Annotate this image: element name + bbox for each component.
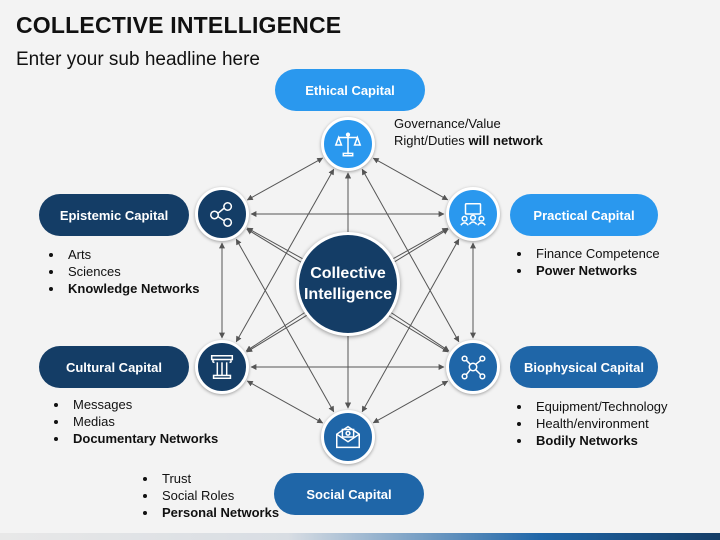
biophysical-capital-label: Biophysical Capital [510,346,658,388]
envelope-icon [321,410,375,464]
connector-arrow [246,227,303,260]
connector-arrow [246,380,324,424]
connector-arrow [235,238,335,413]
list-item: Bodily Networks [532,432,668,449]
connector-arrow [393,227,449,260]
molecule-icon [446,340,500,394]
epistemic-capital-label: Epistemic Capital [39,194,189,236]
ethical-notes: Governance/Value Right/Duties will netwo… [394,115,543,149]
ethical-note-1: Governance/Value [394,116,501,131]
practical-bullets: Finance Competence Power Networks [512,245,660,279]
list-item: Equipment/Technology [532,398,668,415]
epistemic-bullets: Arts Sciences Knowledge Networks [44,246,199,297]
collective-intelligence-hub: Collective Intelligence [296,232,400,336]
group-meeting-icon [446,187,500,241]
scales-icon [321,117,375,171]
ethical-note-2: Right/Duties will network [394,133,543,148]
list-item: Health/environment [532,415,668,432]
cultural-bullets: Messages Medias Documentary Networks [49,396,218,447]
footer-bar [0,533,720,540]
list-item: Social Roles [158,487,279,504]
center-line-2: Intelligence [303,286,393,303]
center-line-1: Collective [310,265,386,282]
connector-arrow [372,157,449,201]
pillar-icon [195,340,249,394]
list-item: Finance Competence [532,245,660,262]
page-subtitle: Enter your sub headline here [16,49,260,70]
network-people-icon [195,187,249,241]
practical-capital-label: Practical Capital [510,194,658,236]
social-capital-label: Social Capital [274,473,424,515]
list-item: Knowledge Networks [64,280,199,297]
cultural-capital-label: Cultural Capital [39,346,189,388]
connector-arrow [372,380,449,424]
list-item: Trust [158,470,279,487]
list-item: Personal Networks [158,504,279,521]
list-item: Sciences [64,263,199,280]
list-item: Arts [64,246,199,263]
social-bullets: Trust Social Roles Personal Networks [138,470,279,521]
list-item: Medias [69,413,218,430]
list-item: Power Networks [532,262,660,279]
biophysical-bullets: Equipment/Technology Health/environment … [512,398,668,449]
connector-arrow [246,157,324,201]
page-title: COLLECTIVE INTELLIGENCE [16,12,342,38]
list-item: Documentary Networks [69,430,218,447]
ethical-capital-label: Ethical Capital [275,69,425,111]
list-item: Messages [69,396,218,413]
